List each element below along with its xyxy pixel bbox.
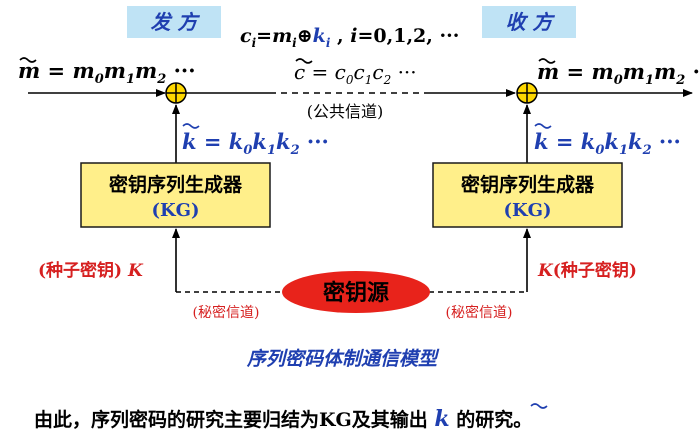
left-kg-title: 密钥序列生成器 bbox=[109, 173, 243, 196]
left-keystream-label: k = k0k1k2 ··· bbox=[182, 129, 329, 158]
right-kg-title: 密钥序列生成器 bbox=[461, 173, 595, 196]
encryption-formula: ci=mi⊕ki , i=0,1,2, ··· bbox=[240, 25, 459, 50]
cipher-tilde bbox=[295, 58, 313, 64]
conclusion-text: 由此，序列密码的研究主要归结为KG及其输出 k 的研究。 bbox=[34, 406, 532, 432]
left-kg-abbrev: (KG) bbox=[151, 200, 199, 221]
right-keystream-tilde bbox=[534, 123, 552, 129]
right-seed-label: K(种子密钥) bbox=[537, 260, 637, 281]
key-source-label: 密钥源 bbox=[323, 280, 389, 306]
sender-label-box bbox=[127, 6, 221, 38]
right-xor-node bbox=[516, 82, 538, 104]
left-kg-box bbox=[80, 162, 271, 228]
left-keystream-tilde bbox=[182, 123, 200, 129]
conclusion-tilde bbox=[530, 403, 548, 409]
right-kg-abbrev: (KG) bbox=[503, 200, 551, 221]
key-source-ellipse bbox=[282, 271, 430, 313]
left-xor-node bbox=[165, 82, 187, 104]
right-plaintext-label: m = m0m1m2 ··· bbox=[537, 59, 700, 88]
right-kg-box bbox=[432, 162, 623, 228]
right-plaintext-tilde bbox=[538, 58, 556, 64]
diagram-caption: 序列密码体制通信模型 bbox=[246, 348, 440, 370]
left-plaintext-label: m = m0m1m2 ··· bbox=[18, 58, 196, 87]
receiver-label: 收 方 bbox=[506, 10, 556, 34]
left-plaintext-tilde bbox=[19, 57, 37, 63]
public-channel-label: (公共信道) bbox=[307, 102, 384, 121]
right-secret-channel-label: (秘密信道) bbox=[446, 304, 513, 321]
receiver-label-box bbox=[482, 6, 576, 38]
left-secret-channel-label: (秘密信道) bbox=[193, 304, 260, 321]
cipher-label: c = c0c1c2 ··· bbox=[294, 60, 417, 87]
sender-label: 发 方 bbox=[151, 10, 201, 34]
left-seed-label: (种子密钥) K bbox=[38, 260, 144, 281]
right-keystream-label: k = k0k1k2 ··· bbox=[534, 129, 681, 158]
